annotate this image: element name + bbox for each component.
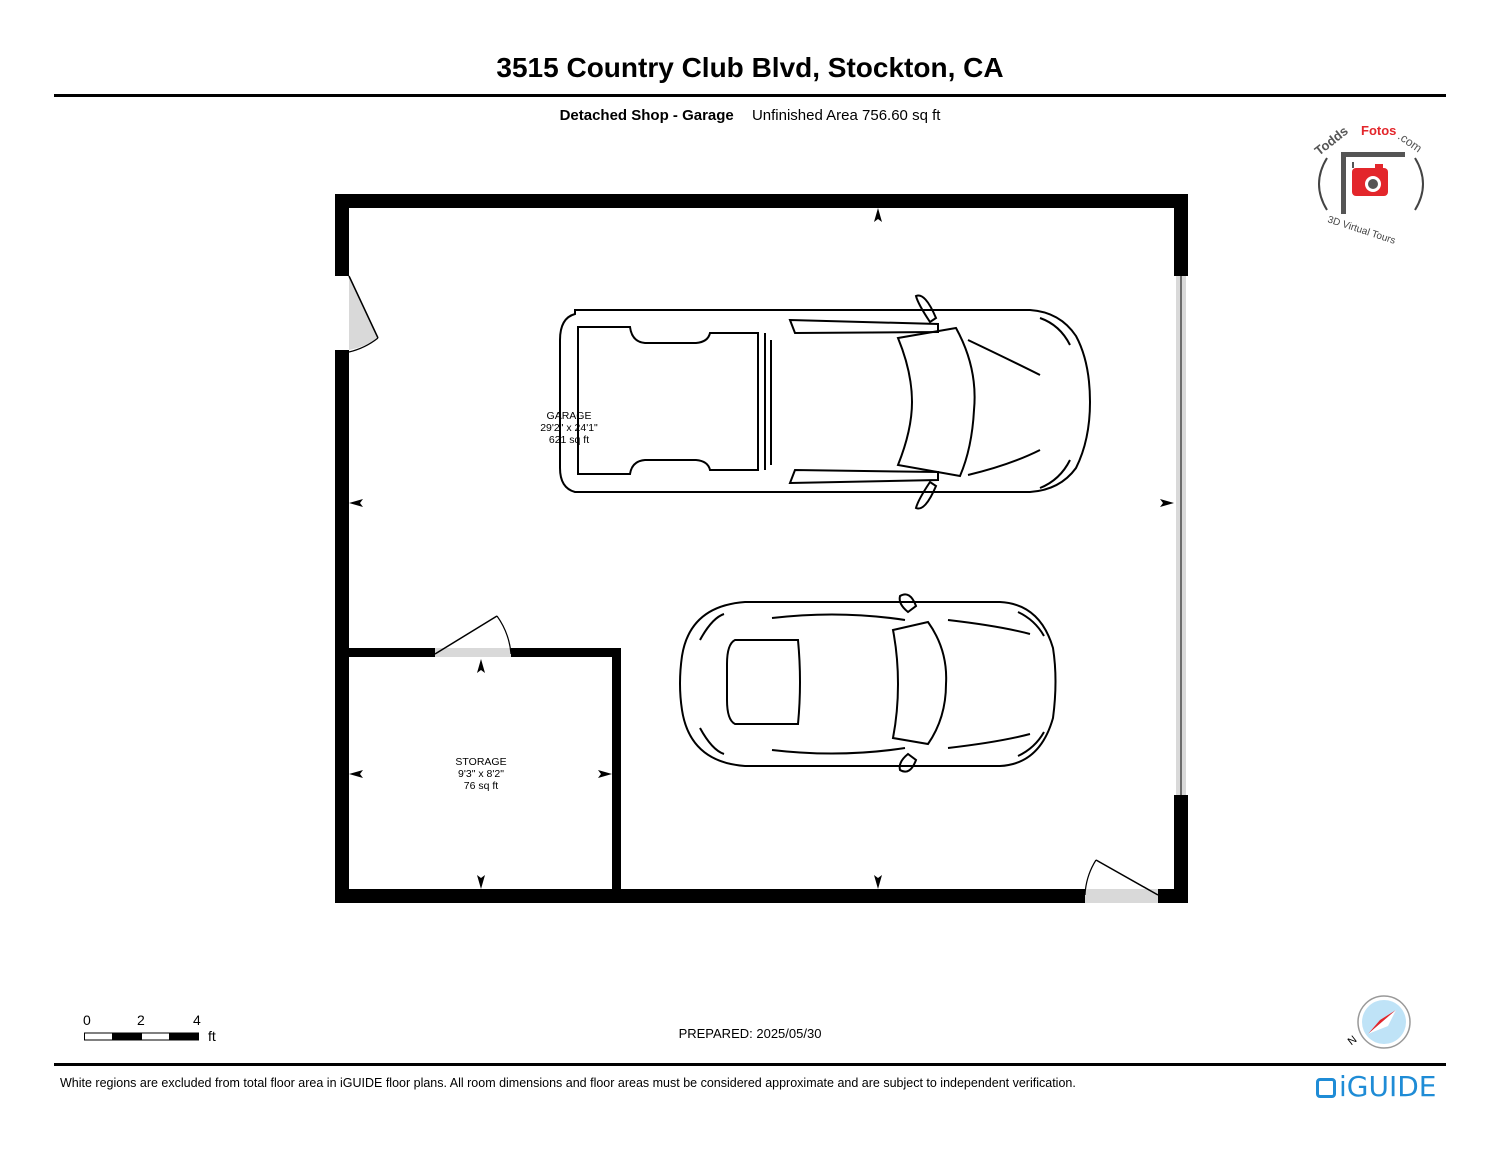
room-area: 76 sq ft <box>463 780 499 792</box>
page-title: 3515 Country Club Blvd, Stockton, CA <box>496 52 1004 83</box>
room-dimensions: 29'2" x 24'1" <box>540 422 598 434</box>
area-summary: Unfinished Area 756.60 sq ft <box>751 107 941 124</box>
toddsfotos-logo: Todds Fotos .com 3D Virtual Tours <box>1305 118 1437 250</box>
room-area: 621 sq ft <box>548 434 590 446</box>
scale-bar-graphic <box>84 1032 199 1041</box>
building-name: Detached Shop - Garage <box>559 107 734 124</box>
plan-subtitle: Detached Shop - Garage Unfinished Area 7… <box>0 107 1500 124</box>
car-icon <box>679 593 1057 773</box>
room-label-storage: STORAGE 9'3" x 8'2" 76 sq ft <box>426 756 536 792</box>
disclaimer-text: White regions are excluded from total fl… <box>60 1076 1076 1090</box>
compass-icon: N <box>1344 992 1416 1052</box>
storage-walls <box>349 648 621 891</box>
scale-tick: 4 <box>193 1012 201 1028</box>
dimension-arrows <box>349 208 1174 889</box>
door-bottom-right <box>1084 859 1159 903</box>
room-dimensions: 9'3" x 8'2" <box>458 768 504 780</box>
door-left <box>348 275 379 353</box>
door-storage <box>434 615 512 657</box>
compass-north-label: N <box>1346 1034 1360 1048</box>
scale-unit: ft <box>208 1028 216 1044</box>
prepared-date: PREPARED: 2025/05/30 <box>678 1026 822 1041</box>
scale-tick: 2 <box>137 1012 145 1028</box>
header-divider <box>54 94 1446 97</box>
room-label-garage: GARAGE 29'2" x 24'1" 621 sq ft <box>514 410 624 446</box>
iguide-wordmark: iGUIDE <box>1339 1070 1437 1103</box>
footer-divider <box>54 1063 1446 1066</box>
iguide-logo-icon <box>1316 1078 1336 1098</box>
room-name: GARAGE <box>546 410 592 422</box>
logo-suffix: .com <box>1395 129 1424 155</box>
room-name: STORAGE <box>455 756 507 768</box>
truck-icon <box>559 294 1092 510</box>
logo-tagline: 3D Virtual Tours <box>1326 214 1397 246</box>
scale-bar: 0 2 4 ft <box>80 1012 230 1052</box>
scale-tick: 0 <box>83 1012 91 1028</box>
logo-name-second: Fotos <box>1361 123 1396 138</box>
iguide-logo: iGUIDE <box>1316 1070 1436 1103</box>
exterior-walls <box>335 194 1188 903</box>
